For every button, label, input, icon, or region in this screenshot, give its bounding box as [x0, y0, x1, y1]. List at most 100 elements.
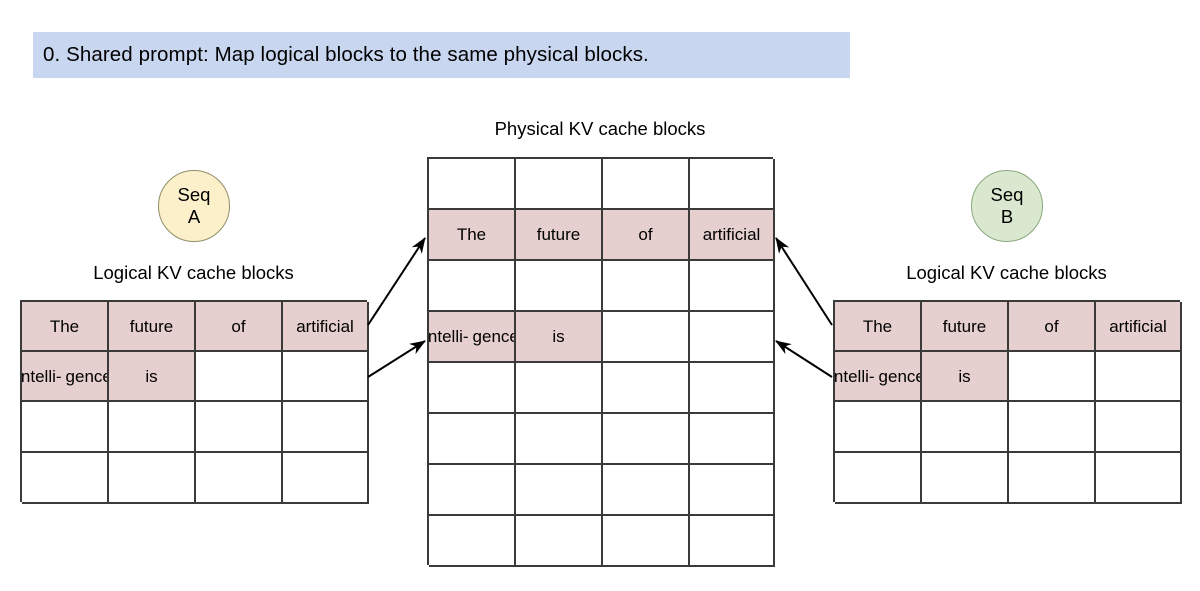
- kv-block-cell: future: [922, 302, 1009, 352]
- physical-blocks-title: Physical KV cache blocks: [494, 118, 706, 139]
- kv-block-cell: [835, 402, 922, 453]
- kv-block-token: future: [536, 225, 581, 244]
- arrow-seq-b-row1-to-physical-row2: [775, 237, 833, 326]
- kv-block-cell: [1009, 453, 1096, 504]
- kv-block-token: gence: [878, 366, 922, 386]
- kv-block-cell: [196, 402, 283, 453]
- kv-block-cell: of: [603, 210, 690, 261]
- kv-block-cell: [22, 402, 109, 453]
- kv-block-cell: [690, 261, 775, 312]
- arrow-seq-a-row1-to-physical-row2: [367, 237, 426, 326]
- seq-a-label-line1: Seq: [177, 184, 211, 205]
- kv-block-cell: of: [1009, 302, 1096, 352]
- kv-block-cell: [196, 453, 283, 504]
- kv-block-cell: [603, 261, 690, 312]
- kv-block-cell: [516, 159, 603, 210]
- kv-block-cell: [429, 516, 516, 567]
- kv-block-cell: The: [22, 302, 109, 352]
- kv-block-cell: [1096, 453, 1182, 504]
- kv-block-token: is: [958, 366, 971, 386]
- kv-block-token: The: [49, 316, 80, 336]
- shared-prompt-banner: 0. Shared prompt: Map logical blocks to …: [33, 32, 850, 78]
- kv-block-cell: [429, 261, 516, 312]
- kv-block-cell: [283, 402, 369, 453]
- kv-block-cell: [922, 402, 1009, 453]
- kv-block-cell: [835, 453, 922, 504]
- kv-block-cell: [516, 516, 603, 567]
- kv-block-token: of: [1044, 316, 1059, 336]
- kv-block-cell: intelli-gence: [835, 352, 922, 402]
- kv-block-token: future: [129, 316, 174, 336]
- kv-block-cell: [283, 453, 369, 504]
- kv-block-token: of: [231, 316, 246, 336]
- kv-block-cell: [603, 312, 690, 363]
- kv-block-cell: future: [516, 210, 603, 261]
- arrow-seq-a-row2-to-physical-row4: [367, 340, 426, 378]
- kv-block-token: intelli-: [429, 327, 469, 346]
- kv-block-cell: is: [109, 352, 196, 402]
- seq-b-badge: Seq B: [971, 170, 1043, 242]
- kv-block-cell: [429, 465, 516, 516]
- kv-block-token: is: [145, 366, 158, 386]
- kv-block-token: future: [942, 316, 987, 336]
- kv-block-cell: of: [196, 302, 283, 352]
- arrow-seq-b-row2-to-physical-row4: [775, 340, 833, 378]
- kv-block-cell: future: [109, 302, 196, 352]
- logical-blocks-title-b: Logical KV cache blocks: [906, 262, 1107, 283]
- kv-block-cell: intelli-gence: [429, 312, 516, 363]
- kv-block-cell: [690, 516, 775, 567]
- seq-a-badge: Seq A: [158, 170, 230, 242]
- kv-block-cell: [196, 352, 283, 402]
- kv-block-cell: [283, 352, 369, 402]
- kv-block-token: intelli-: [835, 366, 875, 386]
- kv-block-token: gence: [65, 366, 109, 386]
- seq-a-label-line2: A: [187, 206, 201, 227]
- kv-block-token: artificial: [1109, 316, 1167, 336]
- kv-block-token: artificial: [702, 225, 761, 244]
- kv-block-cell: [1009, 402, 1096, 453]
- kv-block-cell: intelli-gence: [22, 352, 109, 402]
- kv-block-cell: The: [835, 302, 922, 352]
- physical-kv-cache-table: The future of artificial intelli-gence is: [427, 157, 775, 567]
- kv-block-cell: [603, 159, 690, 210]
- kv-block-token: The: [456, 225, 487, 244]
- kv-block-cell: [429, 159, 516, 210]
- kv-block-cell: artificial: [283, 302, 369, 352]
- shared-prompt-text: 0. Shared prompt: Map logical blocks to …: [43, 43, 649, 66]
- kv-block-cell: [516, 465, 603, 516]
- kv-block-cell: artificial: [690, 210, 775, 261]
- kv-block-cell: is: [516, 312, 603, 363]
- kv-block-cell: [603, 414, 690, 465]
- kv-block-cell: is: [922, 352, 1009, 402]
- logical-kv-cache-table-b: The future of artificial intelli-gence is: [833, 300, 1182, 504]
- kv-block-token: is: [552, 327, 565, 346]
- kv-block-cell: [429, 414, 516, 465]
- kv-block-cell: [603, 363, 690, 414]
- kv-block-cell: [516, 261, 603, 312]
- kv-block-cell: [516, 414, 603, 465]
- kv-block-token: The: [862, 316, 893, 336]
- kv-block-cell: [109, 402, 196, 453]
- kv-block-token: artificial: [296, 316, 354, 336]
- logical-kv-cache-table-a: The future of artificial intelli-gence is: [20, 300, 369, 504]
- kv-block-cell: [22, 453, 109, 504]
- kv-block-token: gence: [472, 327, 516, 346]
- kv-block-cell: [690, 159, 775, 210]
- seq-b-label-line1: Seq: [990, 184, 1024, 205]
- kv-block-cell: artificial: [1096, 302, 1182, 352]
- kv-block-cell: [690, 363, 775, 414]
- kv-block-cell: [429, 363, 516, 414]
- kv-block-cell: [690, 465, 775, 516]
- kv-block-cell: [109, 453, 196, 504]
- logical-blocks-title-a: Logical KV cache blocks: [93, 262, 294, 283]
- seq-b-label-line2: B: [1000, 206, 1014, 227]
- kv-block-cell: [690, 414, 775, 465]
- kv-block-cell: [1009, 352, 1096, 402]
- kv-block-cell: The: [429, 210, 516, 261]
- kv-block-cell: [603, 465, 690, 516]
- kv-block-cell: [1096, 352, 1182, 402]
- kv-block-cell: [603, 516, 690, 567]
- kv-block-token: of: [638, 225, 653, 244]
- kv-block-cell: [922, 453, 1009, 504]
- kv-block-cell: [516, 363, 603, 414]
